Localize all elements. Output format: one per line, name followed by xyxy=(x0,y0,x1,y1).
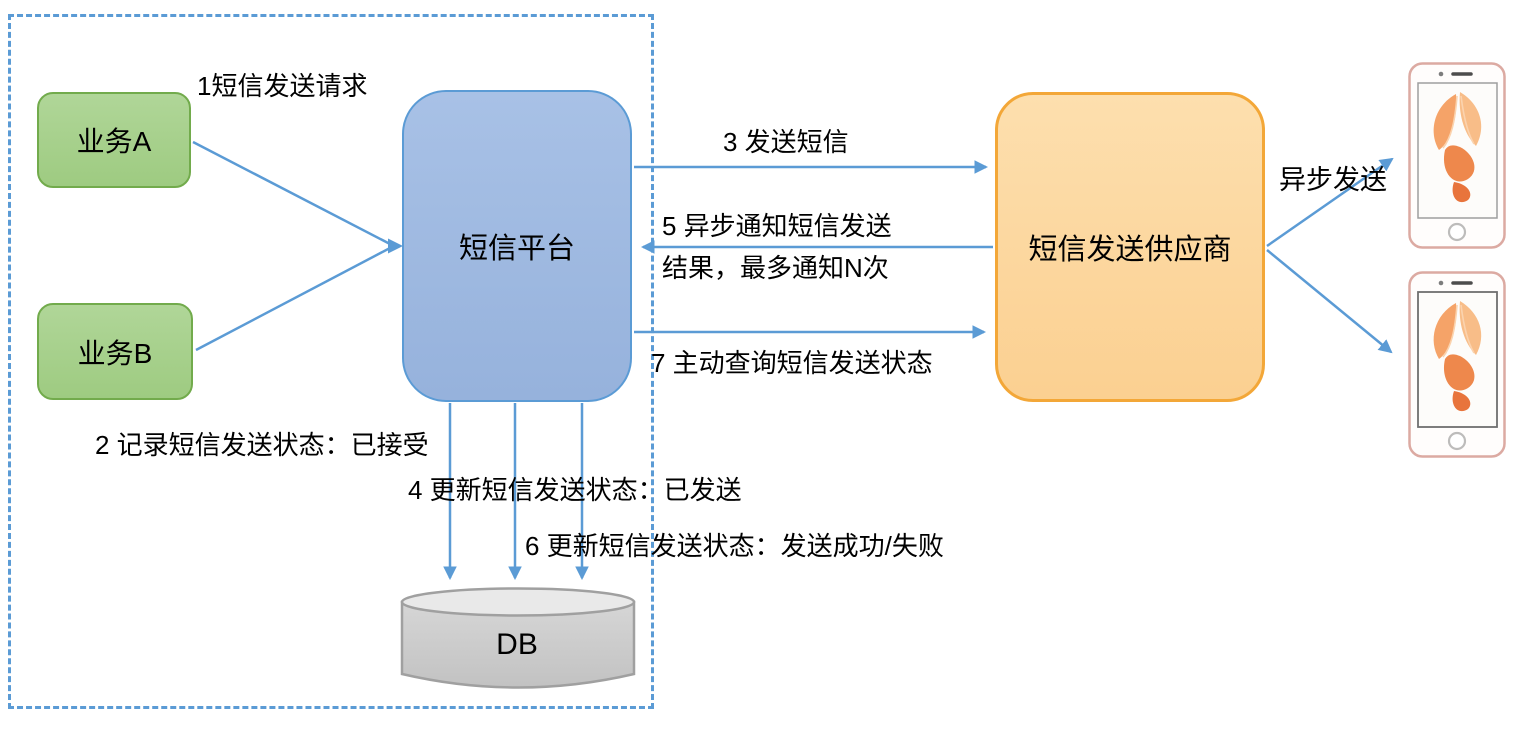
database-label: DB xyxy=(496,628,538,661)
edge-label-async-send: 异步发送 xyxy=(1279,165,1387,195)
edge-label-step2: 2 记录短信发送状态：已接受 xyxy=(95,430,429,460)
phone-home-button xyxy=(1447,431,1467,451)
edge-provider-to-phone-2 xyxy=(1266,249,1393,354)
node-service-b: 业务B xyxy=(37,303,193,400)
phone-camera-dot xyxy=(1438,71,1444,77)
phone-icon xyxy=(1408,62,1506,249)
edge-label-step6: 6 更新短信发送状态：发送成功/失败 xyxy=(525,531,944,561)
system-boundary-dashed-box xyxy=(8,14,654,709)
edge-label-step3: 3 发送短信 xyxy=(723,127,849,157)
node-sms-provider: 短信发送供应商 xyxy=(995,92,1265,402)
phone-home-button xyxy=(1447,222,1467,242)
phone-wallpaper-swirl xyxy=(1433,301,1482,412)
node-service-a: 业务A xyxy=(37,92,191,188)
node-service-b-label: 业务B xyxy=(77,337,153,369)
node-sms-platform: 短信平台 xyxy=(402,90,632,402)
edge-label-step5: 5 异步通知短信发送 结果，最多通知N次 xyxy=(662,211,892,283)
edge-label-step7: 7 主动查询短信发送状态 xyxy=(651,348,933,378)
phone-camera-dot xyxy=(1438,280,1444,286)
phone-icon xyxy=(1408,271,1506,458)
node-sms-provider-label: 短信发送供应商 xyxy=(1028,234,1232,266)
database-cylinder-icon xyxy=(400,587,636,689)
phone-wallpaper-swirl xyxy=(1433,92,1482,203)
edge-label-step1: 1短信发送请求 xyxy=(197,71,368,101)
edge-label-step4: 4 更新短信发送状态：已发送 xyxy=(408,475,742,505)
node-service-a-label: 业务A xyxy=(76,126,152,157)
node-sms-platform-label: 短信平台 xyxy=(458,233,575,265)
